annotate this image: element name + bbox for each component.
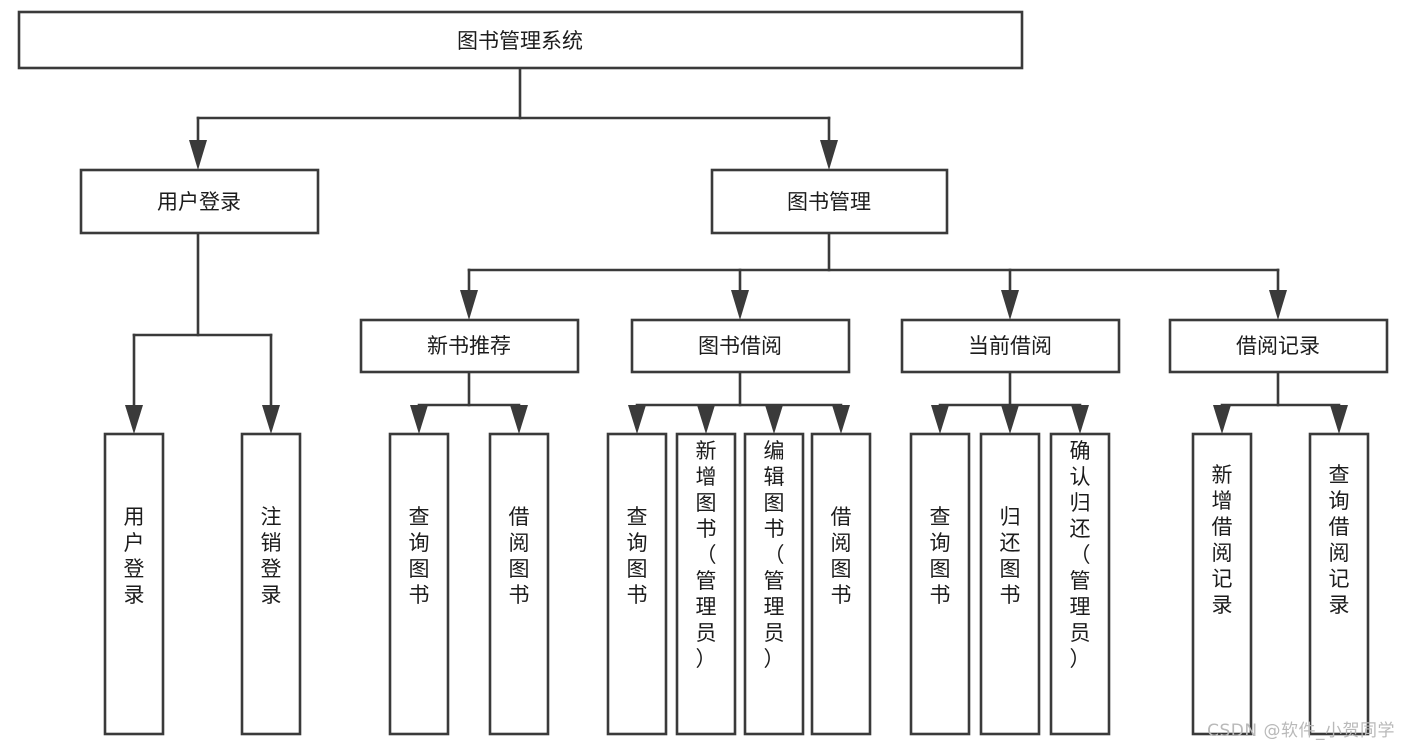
node-leaf-query-book-1[interactable]: 查询图书 xyxy=(388,432,450,736)
node-leaf-return-book[interactable]: 归还图书 xyxy=(979,432,1041,736)
arrow-to-leaf-borrow-book-2 xyxy=(832,405,850,434)
node-leaf-query-record[interactable]: 查询借阅记录 xyxy=(1308,432,1370,736)
arrow-to-leaf-user-logout xyxy=(262,405,280,434)
node-leaf-user-login-box xyxy=(103,432,165,736)
node-leaf-borrow-book-1-box xyxy=(488,432,550,736)
node-leaf-borrow-book-2-box xyxy=(810,432,872,736)
node-leaf-add-record-box xyxy=(1191,432,1253,736)
node-leaf-confirm-return-label: 确认归还（管理员） xyxy=(1070,439,1091,671)
node-leaf-edit-book[interactable]: 编辑图书（管理员） xyxy=(743,432,805,736)
node-borrow-record-box xyxy=(1168,318,1389,374)
arrow-to-leaf-query-book-1 xyxy=(410,405,428,434)
node-leaf-add-record[interactable]: 新增借阅记录 xyxy=(1191,432,1253,736)
connector-layer xyxy=(125,66,1348,434)
node-leaf-user-logout-box xyxy=(240,432,302,736)
node-current-borrow-label: 当前借阅 xyxy=(968,334,1052,358)
node-leaf-user-login[interactable]: 用户登录 xyxy=(103,432,165,736)
node-root-box xyxy=(17,10,1024,70)
node-leaf-edit-book-box xyxy=(743,432,805,736)
node-leaf-confirm-return-box xyxy=(1049,432,1111,736)
node-root-label: 图书管理系统 xyxy=(457,29,583,53)
node-leaf-query-book-1-box xyxy=(388,432,450,736)
node-leaf-user-logout-label: 注销登录 xyxy=(261,505,282,607)
node-user-login-box xyxy=(79,168,320,235)
node-current-borrow[interactable]: 当前借阅 xyxy=(900,318,1121,374)
node-leaf-user-login-label: 用户登录 xyxy=(124,505,145,607)
node-leaf-add-book-box xyxy=(675,432,737,736)
arrow-to-current-borrow xyxy=(1001,290,1019,320)
arrow-to-leaf-query-book-3 xyxy=(931,405,949,434)
arrow-to-book-manage xyxy=(820,140,838,170)
node-leaf-borrow-book-2[interactable]: 借阅图书 xyxy=(810,432,872,736)
node-borrow-record[interactable]: 借阅记录 xyxy=(1168,318,1389,374)
node-new-book-recommend-label: 新书推荐 xyxy=(427,334,511,358)
node-leaf-query-record-label: 查询借阅记录 xyxy=(1329,463,1350,617)
arrow-to-borrow-record xyxy=(1269,290,1287,320)
node-leaf-edit-book-label: 编辑图书（管理员） xyxy=(764,439,785,671)
arrow-to-user-login xyxy=(189,140,207,170)
node-leaf-borrow-book-1-label: 借阅图书 xyxy=(509,505,530,607)
node-leaf-query-book-2-box xyxy=(606,432,668,736)
node-book-borrow-label: 图书借阅 xyxy=(698,334,782,358)
node-leaf-query-book-3[interactable]: 查询图书 xyxy=(909,432,971,736)
node-user-login[interactable]: 用户登录 xyxy=(79,168,320,235)
node-leaf-query-book-1-label: 查询图书 xyxy=(409,505,430,607)
node-leaf-borrow-book-1[interactable]: 借阅图书 xyxy=(488,432,550,736)
node-leaf-query-book-2-label: 查询图书 xyxy=(627,505,648,607)
csdn-watermark: CSDN @软件_小贺同学 xyxy=(1207,721,1395,741)
node-leaf-query-record-box xyxy=(1308,432,1370,736)
node-book-manage[interactable]: 图书管理 xyxy=(710,168,949,235)
arrow-to-leaf-user-login xyxy=(125,405,143,434)
node-leaf-add-record-label: 新增借阅记录 xyxy=(1212,463,1233,617)
arrow-to-leaf-confirm-return xyxy=(1071,405,1089,434)
node-leaf-return-book-label: 归还图书 xyxy=(1000,505,1021,607)
arrow-to-book-borrow xyxy=(731,290,749,320)
node-leaf-return-book-box xyxy=(979,432,1041,736)
node-leaf-add-book[interactable]: 新增图书（管理员） xyxy=(675,432,737,736)
arrow-to-leaf-return-book xyxy=(1001,405,1019,434)
node-user-login-label: 用户登录 xyxy=(157,190,241,214)
arrow-to-leaf-add-record xyxy=(1213,405,1231,434)
node-current-borrow-box xyxy=(900,318,1121,374)
arrow-to-new-book-recommend xyxy=(460,290,478,320)
node-book-manage-label: 图书管理 xyxy=(787,190,871,214)
node-leaf-query-book-3-box xyxy=(909,432,971,736)
arrow-to-leaf-add-book xyxy=(697,405,715,434)
arrow-to-leaf-query-book-2 xyxy=(628,405,646,434)
node-leaf-query-book-3-label: 查询图书 xyxy=(930,505,951,607)
node-leaf-user-logout[interactable]: 注销登录 xyxy=(240,432,302,736)
node-leaf-add-book-label: 新增图书（管理员） xyxy=(696,439,717,671)
node-new-book-recommend-box xyxy=(359,318,580,374)
node-new-book-recommend[interactable]: 新书推荐 xyxy=(359,318,580,374)
node-book-manage-box xyxy=(710,168,949,235)
node-book-borrow[interactable]: 图书借阅 xyxy=(630,318,851,374)
node-borrow-record-label: 借阅记录 xyxy=(1236,334,1320,358)
arrow-to-leaf-edit-book xyxy=(765,405,783,434)
node-book-borrow-box xyxy=(630,318,851,374)
node-leaf-borrow-book-2-label: 借阅图书 xyxy=(831,505,852,607)
node-leaf-query-book-2[interactable]: 查询图书 xyxy=(606,432,668,736)
node-leaf-confirm-return[interactable]: 确认归还（管理员） xyxy=(1049,432,1111,736)
arrow-to-leaf-borrow-book-1 xyxy=(510,405,528,434)
arrow-to-leaf-query-record xyxy=(1330,405,1348,434)
node-root[interactable]: 图书管理系统 xyxy=(17,10,1024,70)
